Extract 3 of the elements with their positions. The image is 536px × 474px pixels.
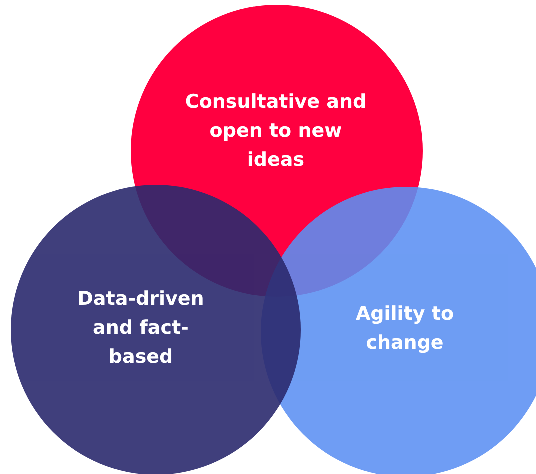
circle-label: Consultative and open to new ideas xyxy=(185,90,367,173)
circle-label: Agility to change xyxy=(354,302,456,356)
circle-label: Data-driven and fact-based xyxy=(76,287,206,370)
